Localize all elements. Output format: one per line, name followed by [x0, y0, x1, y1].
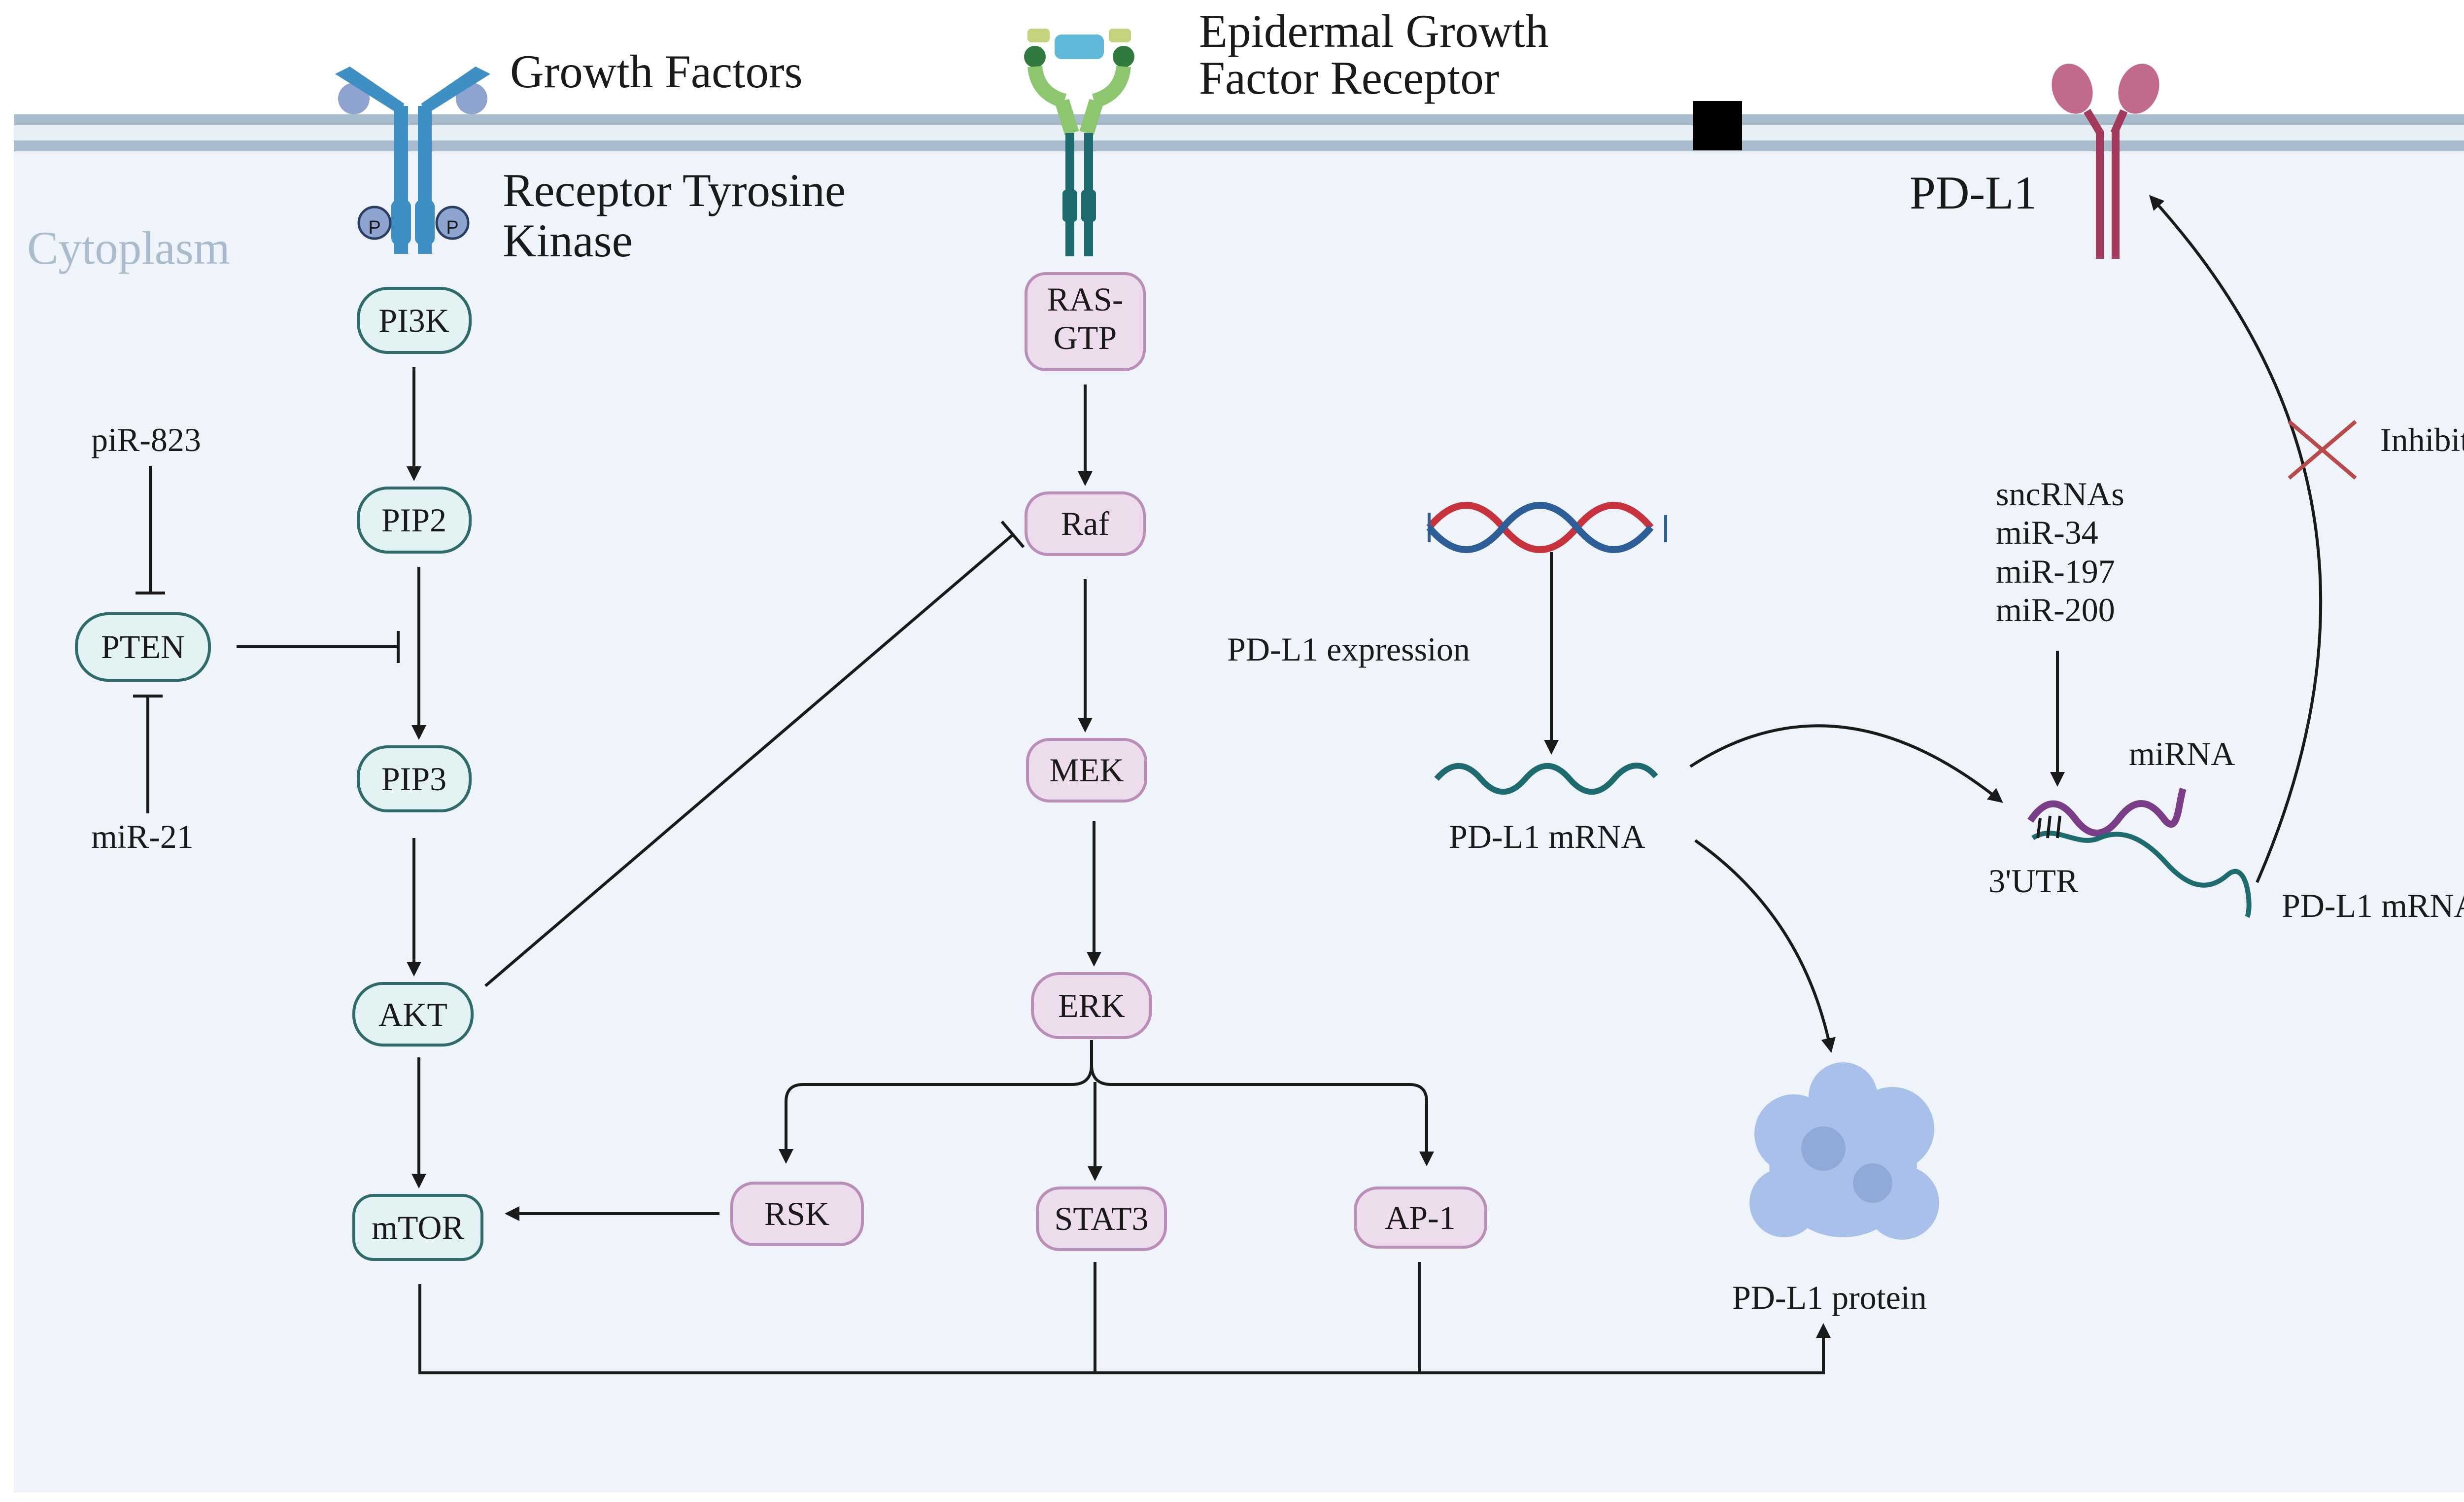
svg-text:RSK: RSK	[764, 1195, 829, 1232]
mrna-strand-icon	[1434, 763, 1658, 795]
egfr-label-line2: Factor Receptor	[1199, 52, 1499, 104]
edge-pten-inhibits-pip3	[237, 631, 400, 663]
utr-label: 3'UTR	[1988, 862, 2079, 900]
pdl1-expression-label: PD-L1 expression	[1227, 630, 1470, 668]
node-pip3: PIP3	[357, 745, 472, 812]
edge-mir21-inhibits-pten	[133, 695, 163, 813]
svg-text:AKT: AKT	[378, 996, 447, 1033]
node-raf: Raf	[1025, 491, 1146, 556]
svg-text:AP-1: AP-1	[1385, 1199, 1456, 1236]
node-ap1: AP-1	[1354, 1187, 1487, 1249]
mirna-duplex-icon	[2027, 787, 2252, 918]
node-ras-gtp: RAS- GTP	[1025, 272, 1146, 371]
phospho-label-left: P	[368, 217, 380, 238]
svg-text:STAT3: STAT3	[1054, 1200, 1148, 1237]
svg-text:PIP2: PIP2	[381, 501, 446, 539]
svg-text:PTEN: PTEN	[101, 628, 185, 665]
mirna-label: miRNA	[2129, 735, 2235, 772]
node-erk: ERK	[1031, 972, 1152, 1039]
pir823-label: piR-823	[91, 421, 201, 458]
sncrnas-label-1: miR-34	[1996, 514, 2098, 551]
edge-pir823-inhibits-pten	[136, 466, 165, 594]
growth-factors-label: Growth Factors	[510, 45, 803, 98]
egfr-label-line1: Epidermal Growth	[1199, 5, 1549, 57]
egfr-receptor-icon	[1024, 29, 1134, 256]
svg-text:PI3K: PI3K	[378, 302, 449, 339]
edge-erk-branches	[779, 1040, 1434, 1181]
edge-mrna-to-pdl1-receptor	[2149, 195, 2323, 883]
svg-text:mTOR: mTOR	[372, 1209, 464, 1246]
pdl1-mrna-center-label: PD-L1 mRNA	[1449, 818, 1645, 855]
edge-mrna-to-mirna-complex	[1689, 724, 2003, 803]
node-pi3k: PI3K	[357, 287, 472, 354]
rtk-label-line1: Receptor Tyrosine	[503, 164, 846, 216]
cytoplasm-label: Cytoplasm	[27, 222, 230, 274]
pd-l1-receptor-icon	[2052, 64, 2159, 259]
node-mtor: mTOR	[352, 1194, 483, 1261]
svg-text:GTP: GTP	[1054, 319, 1117, 356]
svg-text:MEK: MEK	[1049, 751, 1124, 789]
mir21-label: miR-21	[91, 818, 194, 855]
sncrnas-label-2: miR-197	[1996, 553, 2115, 590]
receptor-tyrosine-kinase-icon	[335, 67, 490, 254]
inhibition-x-icon	[2288, 419, 2357, 480]
svg-text:ERK: ERK	[1058, 987, 1125, 1024]
inhibition-label: Inhibition	[2380, 421, 2464, 458]
edge-mrna-to-protein	[1694, 839, 1836, 1053]
svg-text:RAS-: RAS-	[1047, 280, 1124, 318]
node-mek: MEK	[1026, 738, 1147, 803]
black-square-marker	[1693, 101, 1742, 150]
svg-text:PIP3: PIP3	[381, 760, 446, 798]
node-pip2: PIP2	[357, 487, 472, 554]
pdl1-mrna-right-label: PD-L1 mRNA	[2282, 887, 2464, 924]
node-rsk: RSK	[730, 1182, 864, 1246]
dna-helix-icon	[1426, 502, 1667, 553]
pdl1-top-label: PD-L1	[1910, 167, 2037, 219]
node-pten: PTEN	[75, 612, 211, 682]
node-akt: AKT	[352, 982, 474, 1047]
sncrnas-label-3: miR-200	[1996, 591, 2115, 629]
protein-blob-icon	[1749, 1062, 1939, 1240]
rtk-label-line2: Kinase	[503, 214, 633, 267]
edge-akt-inhibits-raf	[484, 521, 1025, 987]
sncrnas-label-0: sncRNAs	[1996, 475, 2124, 513]
edge-convergence-to-pdl1-protein	[418, 1262, 1831, 1374]
pdl1-protein-label: PD-L1 protein	[1732, 1279, 1927, 1316]
node-stat3: STAT3	[1036, 1187, 1167, 1251]
phospho-label-right: P	[446, 217, 458, 238]
svg-text:Raf: Raf	[1061, 505, 1110, 542]
